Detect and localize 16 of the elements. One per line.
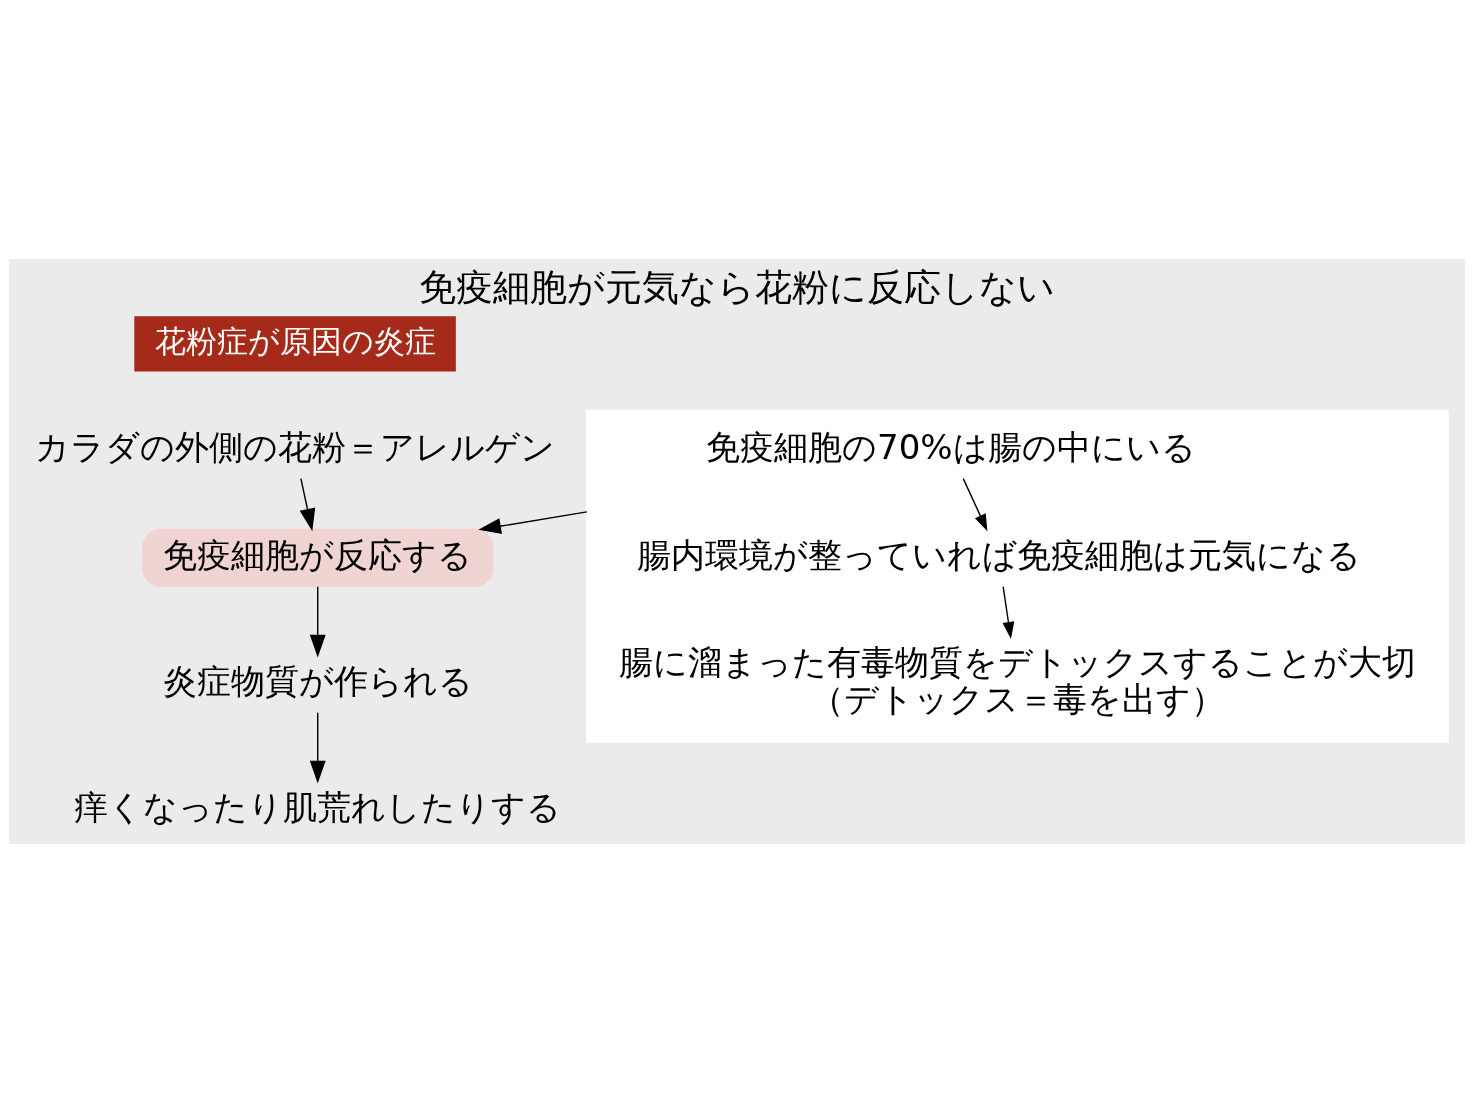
arrow: [309, 711, 326, 783]
node-box: 免疫細胞が反応する: [142, 528, 494, 587]
node-text: 腸に溜まった有毒物質をデトックスすることが大切 （デトックス＝毒を出す）: [618, 641, 1416, 719]
arrow: [299, 477, 316, 531]
arrow: [962, 477, 988, 531]
cluster: [586, 409, 1449, 743]
node-text: 腸内環境が整っていれば免疫細胞は元気になる: [637, 534, 1362, 575]
arrow: [1002, 585, 1015, 639]
node-text: 炎症物質が作られる: [162, 660, 473, 701]
node-text: 痒くなったり肌荒れしたりする: [74, 786, 562, 827]
node-box: 花粉症が原因の炎症: [134, 315, 456, 372]
node-text: 免疫細胞の70%は腸の中にいる: [706, 426, 1196, 467]
arrow: [478, 510, 588, 534]
diagram-title: 免疫細胞が元気なら花粉に反応しない: [419, 265, 1055, 309]
node-text: カラダの外側の花粉＝アレルゲン: [35, 426, 556, 467]
arrow: [309, 585, 326, 657]
